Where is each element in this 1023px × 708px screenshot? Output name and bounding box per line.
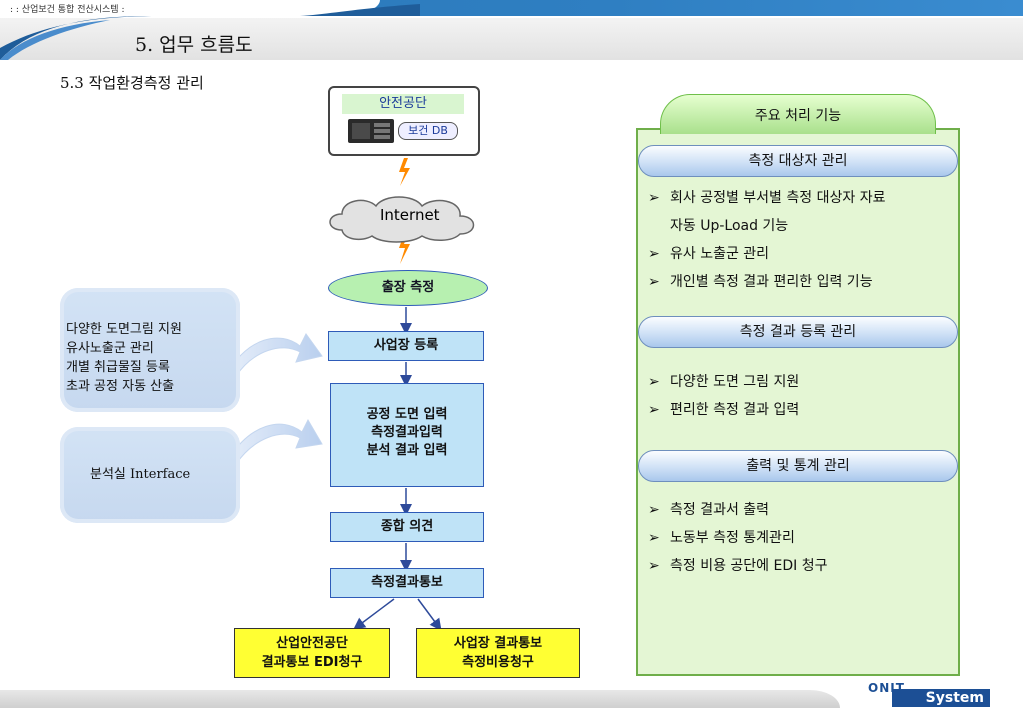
callout-arrow [227,418,323,465]
feature-list: ➢회사 공정별 부서별 측정 대상자 자료 자동 Up-Load 기능 ➢유사 … [648,184,885,296]
footer-band [0,690,840,708]
list-item: ➢회사 공정별 부서별 측정 대상자 자료 [648,184,885,212]
side-note-box [60,288,240,412]
top-bar-left [0,0,380,16]
output-box: 사업장 결과통보 측정비용청구 [416,628,580,678]
side-note-text: 분석실 Interface [90,467,191,482]
feature-section-heading: 측정 대상자 관리 [638,145,958,177]
output-box: 산업안전공단 결과통보 EDI청구 [234,628,390,678]
panel-title: 주요 처리 기능 [660,94,936,134]
features-panel [636,128,960,676]
flow-arrow [353,598,395,630]
list-item: ➢개인별 측정 결과 편리한 입력 기능 [648,268,885,296]
process-step: 측정결과통보 [330,568,484,598]
list-item: 자동 Up-Load 기능 [670,218,789,234]
system-title: : : 산업보건 통합 전산시스템 : [10,5,125,15]
bullet-icon: ➢ [648,502,660,518]
feature-list: ➢다양한 도면 그림 지원 ➢편리한 측정 결과 입력 [648,368,799,424]
lightning-icon [399,158,410,186]
feature-section-heading: 측정 결과 등록 관리 [638,316,958,348]
internet-label: Internet [380,206,440,224]
list-item: ➢편리한 측정 결과 입력 [648,396,799,424]
header-swoosh [0,4,420,60]
section-title: 5.3 작업환경측정 관리 [60,74,204,92]
bullet-icon: ➢ [648,374,660,390]
bullet-icon: ➢ [648,246,660,262]
server-icon [348,119,394,143]
agency-label: 안전공단 [342,94,464,114]
feature-list: ➢측정 결과서 출력 ➢노동부 측정 통계관리 ➢측정 비용 공단에 EDI 청… [648,496,827,580]
heading-band [0,18,1023,60]
side-note-text: 다양한 도면그림 지원 유사노출군 관리 개별 취급물질 등록 초과 공정 자동… [66,322,182,394]
list-item: ➢측정 결과서 출력 [648,496,827,524]
callout-arrow [227,333,323,377]
bullet-icon: ➢ [648,274,660,290]
bullet-icon: ➢ [648,530,660,546]
list-item: ➢노동부 측정 통계관리 [648,524,827,552]
process-step-lines: 공정 도면 입력 측정결과입력 분석 결과 입력 [366,407,448,458]
company-logo: ONIT System [868,681,990,707]
cloud-icon [329,196,475,243]
db-label: 보건 DB [398,122,458,140]
bullet-icon: ➢ [648,190,660,206]
page-heading: 5. 업무 흐름도 [135,34,253,56]
start-oval: 출장 측정 [328,270,488,306]
process-step: 공정 도면 입력 측정결과입력 분석 결과 입력 [330,383,484,487]
flow-arrow [417,598,442,631]
bullet-icon: ➢ [648,558,660,574]
side-note-box [60,427,240,523]
process-step: 사업장 등록 [328,331,484,361]
process-step: 종합 의견 [330,512,484,542]
list-item: ➢유사 노출군 관리 [648,240,885,268]
bullet-icon: ➢ [648,402,660,418]
logo-bottom-text: System [892,689,990,707]
list-item: ➢측정 비용 공단에 EDI 청구 [648,552,827,580]
list-item: ➢다양한 도면 그림 지원 [648,368,799,396]
feature-section-heading: 출력 및 통계 관리 [638,450,958,482]
